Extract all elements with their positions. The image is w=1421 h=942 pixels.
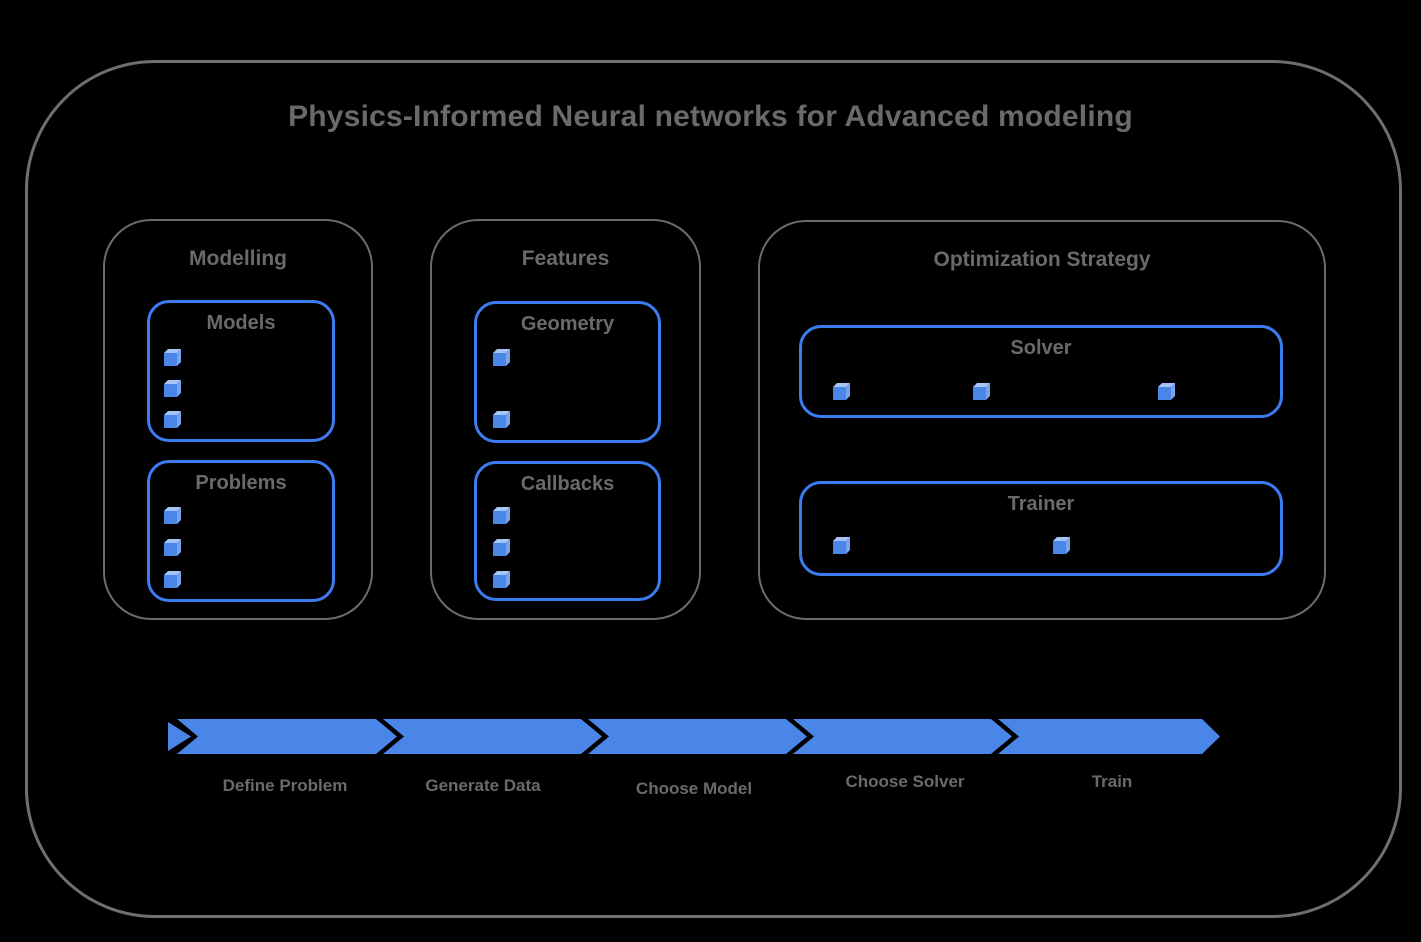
cube-icon [493, 511, 506, 524]
cube-icon [164, 415, 177, 428]
cube-icon [973, 387, 986, 400]
workflow-step-choose-solver: Choose Solver [845, 772, 965, 791]
cube-icon [1053, 541, 1066, 554]
cube-icon [1158, 387, 1171, 400]
module-models: Models [147, 300, 335, 442]
outer-frame [25, 60, 1402, 918]
module-problems-title: Problems [195, 472, 287, 494]
diagram-title: Physics-Informed Neural networks for Adv… [288, 100, 1133, 133]
module-solver: Solver [799, 325, 1283, 418]
module-problems: Problems [147, 460, 335, 602]
cube-icon [493, 575, 506, 588]
cube-icon [164, 511, 177, 524]
cube-icon [164, 384, 177, 397]
module-callbacks: Callbacks [474, 461, 661, 601]
cube-icon [493, 415, 506, 428]
group-optimization-strategy-title: Optimization Strategy [933, 248, 1151, 271]
workflow-step-choose-model: Choose Model [635, 779, 753, 798]
module-solver-title: Solver [1010, 337, 1072, 359]
module-geometry-title: Geometry [520, 313, 615, 335]
cube-icon [493, 543, 506, 556]
workflow-step-generate-data: Generate Data [425, 776, 541, 795]
group-features: Features Geometry Callbacks [430, 219, 701, 620]
module-callbacks-title: Callbacks [520, 473, 615, 495]
module-trainer-title: Trainer [1007, 493, 1075, 515]
module-trainer: Trainer [799, 481, 1283, 576]
workflow-step-train: Train [1091, 772, 1133, 791]
cube-icon [164, 543, 177, 556]
group-features-title: Features [521, 247, 610, 270]
workflow-step-define-problem: Define Problem [222, 776, 348, 795]
cube-icon [164, 575, 177, 588]
group-modelling-title: Modelling [189, 247, 287, 270]
module-geometry: Geometry [474, 301, 661, 443]
cube-icon [833, 387, 846, 400]
group-modelling: Modelling Models Problems [103, 219, 373, 620]
group-optimization-strategy: Optimization Strategy Solver Trainer [758, 220, 1326, 620]
cube-icon [493, 353, 506, 366]
cube-icon [833, 541, 846, 554]
cube-icon [164, 353, 177, 366]
module-models-title: Models [206, 312, 276, 334]
